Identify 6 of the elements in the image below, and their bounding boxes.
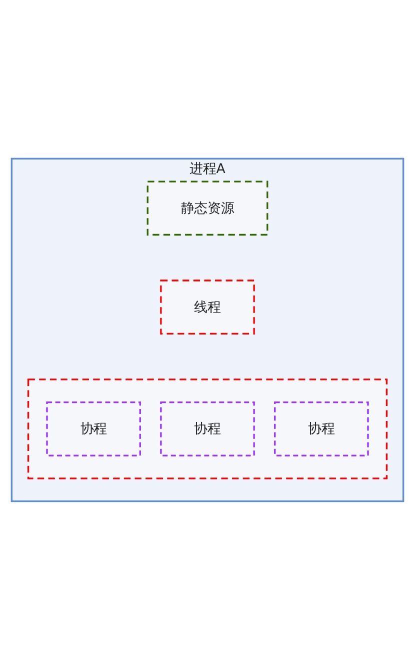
node-box: 静态资源 [146, 180, 268, 236]
node-box: 协程 [46, 402, 141, 456]
node-box: 协程 [274, 402, 369, 456]
node-box: 线程 [160, 280, 255, 335]
node-box: 协程 [160, 402, 255, 456]
cluster [27, 378, 388, 480]
